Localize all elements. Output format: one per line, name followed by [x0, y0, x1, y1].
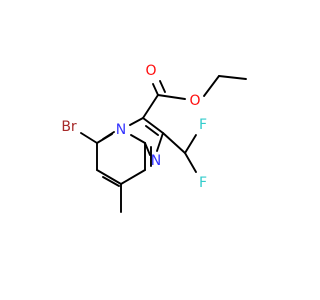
bond-n4-c3 — [129, 117, 144, 126]
bond-c5-c6-double — [102, 131, 115, 140]
bond-ch2-ch3 — [218, 75, 247, 80]
bond-carbonyl-double-b — [159, 80, 166, 93]
atom-fluorine-bottom: F — [199, 175, 207, 191]
bond-c3-carboxyl — [142, 94, 159, 119]
bond-o-ch2 — [203, 75, 220, 97]
bond-n1-c8a — [144, 142, 151, 156]
bond-chf2-f-bottom — [184, 152, 197, 173]
atom-fluorine-top: F — [199, 117, 207, 133]
bond-c6-c7-double — [102, 176, 120, 187]
atom-nitrogen-bridgehead: N — [116, 122, 126, 138]
bond-c7-c8 — [120, 169, 146, 185]
atom-oxygen-ester: O — [189, 93, 200, 109]
bond-c3-c2 — [142, 117, 164, 134]
bond-c2-chf2 — [162, 132, 186, 154]
bond-carbonyl-double-a — [152, 83, 159, 96]
bond-c6-c7 — [96, 169, 122, 185]
bond-c2-n1 — [156, 132, 164, 152]
molecule-structure-diagram: Br N N O O F F — [61, 63, 247, 213]
atom-nitrogen-imidazole: N — [151, 153, 161, 169]
bond-chf2-f-top — [184, 134, 197, 154]
atom-bromine: Br — [61, 119, 77, 135]
bond-c3-c2-double — [145, 125, 159, 136]
bond-c6-br — [80, 132, 98, 144]
bond-c8a-n4 — [130, 134, 146, 144]
atom-oxygen-carbonyl: O — [145, 63, 156, 79]
bond-carboxyl-o — [157, 94, 186, 100]
